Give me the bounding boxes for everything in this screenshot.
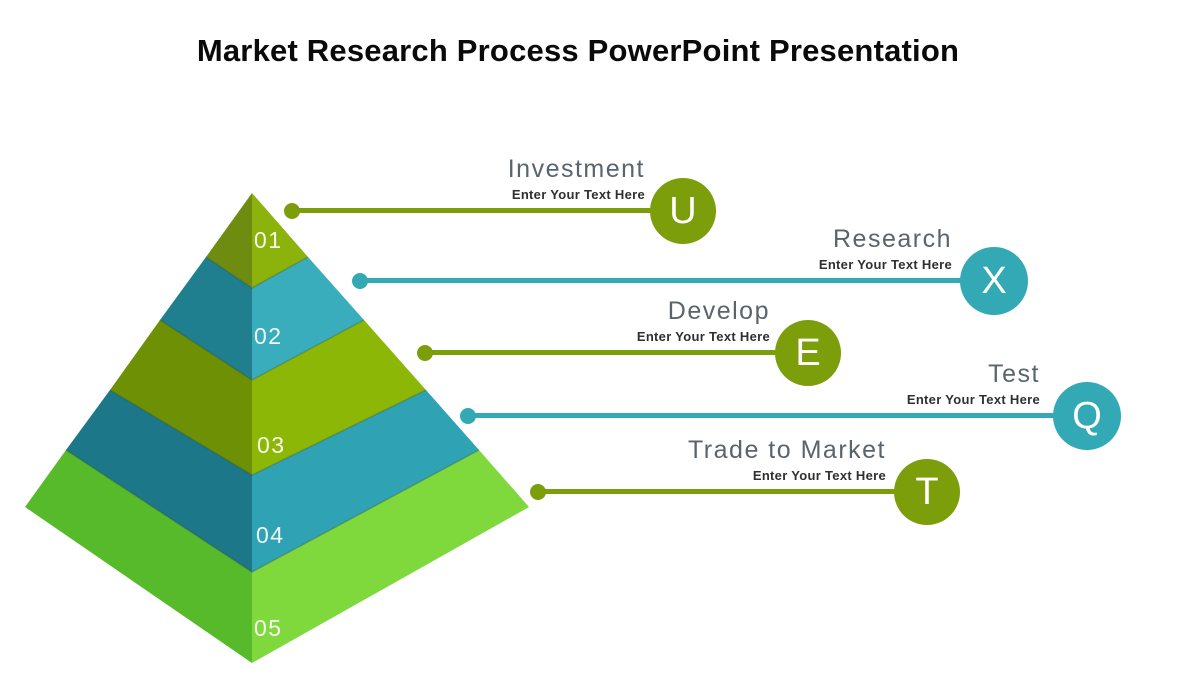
callout-investment-letter: U [669, 190, 697, 232]
callout-investment-badge: U [650, 178, 716, 244]
slide-title: Market Research Process PowerPoint Prese… [196, 33, 960, 68]
callout-test-letter: Q [1072, 395, 1102, 437]
callout-trade-to-market-title: Trade to Market [687, 436, 886, 464]
callout-research-text: Research Enter Your Text Here [819, 224, 952, 272]
pyramid-seam-2 [159, 319, 365, 381]
callout-test-line [468, 413, 1087, 418]
callout-research-badge: X [960, 247, 1028, 315]
pyramid-layer-04-right-face [252, 390, 479, 572]
callout-develop-title: Develop [667, 297, 770, 325]
pyramid-layer-04-label: 04 [256, 522, 285, 548]
callout-test-title: Test [988, 360, 1040, 388]
callout-research-title: Research [833, 225, 952, 253]
callout-develop-line [425, 350, 808, 355]
pyramid-layer-01-left-face [206, 193, 252, 288]
pyramid-layer-05-label: 05 [254, 615, 283, 641]
pyramid-layer-03-left-face [110, 320, 252, 475]
callout-develop-dot [417, 345, 433, 361]
callout-investment-line [292, 208, 683, 213]
pyramid-seam-1 [205, 256, 309, 289]
callout-trade-to-market-letter: T [915, 471, 939, 513]
callout-trade-to-market-text: Trade to Market Enter Your Text Here [688, 435, 886, 483]
pyramid-layer-05-right-face [252, 450, 529, 663]
callout-develop-text: Develop Enter Your Text Here [637, 296, 770, 344]
callout-trade-to-market-line [538, 489, 927, 494]
pyramid-layer-03-label: 03 [257, 432, 286, 458]
pyramid-layer-02-label: 02 [254, 323, 283, 349]
callout-test-badge: Q [1053, 382, 1121, 450]
pyramid-layer-02-right-face [252, 257, 364, 380]
pyramid-layer-05-left-face [25, 450, 252, 663]
callout-trade-to-market-badge: T [894, 459, 960, 525]
callout-investment-text: Investment Enter Your Text Here [508, 154, 645, 202]
callout-develop-letter: E [795, 332, 821, 374]
pyramid-layer-03-right-face [252, 320, 426, 475]
callout-test-dot [460, 408, 476, 424]
callout-research-subtitle: Enter Your Text Here [818, 257, 952, 272]
pyramid-seam-3 [109, 389, 427, 476]
pyramid-layer-01-right-face [252, 193, 308, 288]
pyramid-layer-02-left-face [160, 257, 252, 380]
callout-trade-to-market-subtitle: Enter Your Text Here [752, 468, 886, 483]
callout-research-dot [352, 273, 368, 289]
callout-research-line [360, 278, 994, 283]
callout-develop-subtitle: Enter Your Text Here [636, 329, 770, 344]
callout-trade-to-market-dot [530, 484, 546, 500]
pyramid-layer-01-label: 01 [254, 227, 283, 253]
pyramid-seam-4 [65, 449, 480, 573]
pyramid-layer-04-left-face [66, 390, 252, 572]
callout-investment-subtitle: Enter Your Text Here [511, 187, 645, 202]
callout-investment-title: Investment [507, 155, 645, 183]
callout-test-subtitle: Enter Your Text Here [906, 392, 1040, 407]
callout-investment-dot [284, 203, 300, 219]
callout-research-letter: X [981, 260, 1007, 302]
callout-test-text: Test Enter Your Text Here [907, 359, 1040, 407]
callout-develop-badge: E [775, 320, 841, 386]
